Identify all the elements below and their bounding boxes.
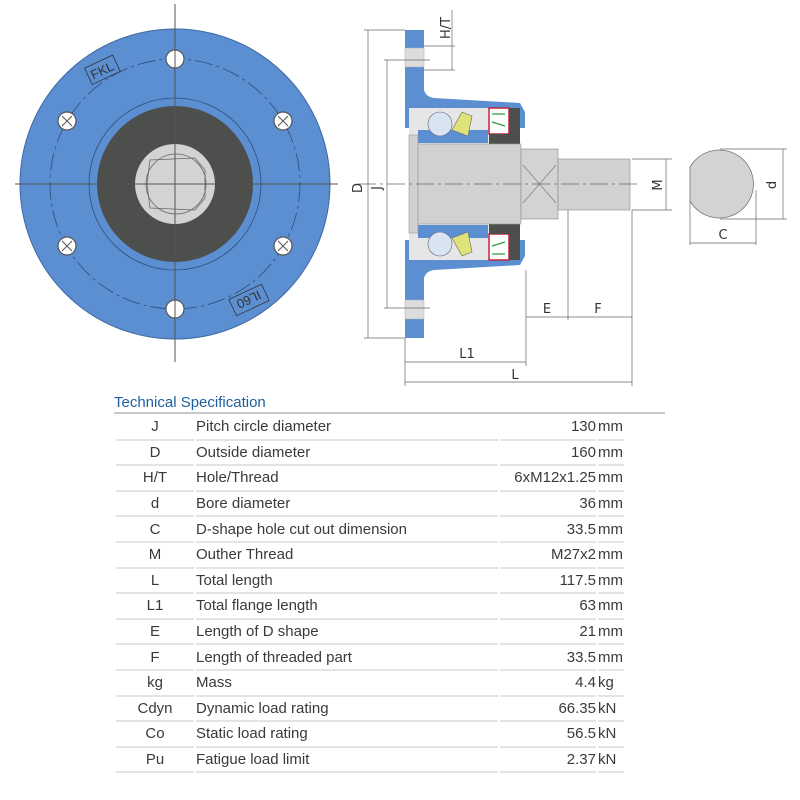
spec-value: 2.37 <box>500 748 596 774</box>
spec-description: Length of threaded part <box>196 645 498 671</box>
spec-symbol: C <box>116 517 194 543</box>
spec-symbol: Co <box>116 722 194 748</box>
roller <box>451 111 473 137</box>
spec-value: 33.5 <box>500 517 596 543</box>
spec-value: 33.5 <box>500 645 596 671</box>
dim-label-j: J <box>370 186 385 191</box>
threaded-section <box>557 158 631 211</box>
spec-symbol: M <box>116 543 194 569</box>
spec-description: D-shape hole cut out dimension <box>196 517 498 543</box>
spec-description: Outher Thread <box>196 543 498 569</box>
spec-value: 6xM12x1.25 <box>500 466 596 492</box>
spec-description: Total length <box>196 569 498 595</box>
spec-unit: mm <box>598 492 624 518</box>
spec-description: Total flange length <box>196 594 498 620</box>
roller <box>451 231 473 257</box>
spec-value: 130 <box>500 415 596 441</box>
spec-unit: mm <box>598 543 624 569</box>
spec-description: Bore diameter <box>196 492 498 518</box>
spec-description: Pitch circle diameter <box>196 415 498 441</box>
ball <box>427 111 453 137</box>
dim-label-l1: L1 <box>459 347 475 362</box>
spec-unit: mm <box>598 569 624 595</box>
spec-value: 117.5 <box>500 569 596 595</box>
spec-symbol: d <box>116 492 194 518</box>
spec-value: 21 <box>500 620 596 646</box>
spec-unit: kN <box>598 748 624 774</box>
spec-description: Outside diameter <box>196 441 498 467</box>
technical-drawing: FKL IL60 <box>15 4 787 386</box>
dim-label-e: E <box>543 302 551 317</box>
spec-unit: mm <box>598 594 624 620</box>
spec-symbol: kg <box>116 671 194 697</box>
ball <box>427 231 453 257</box>
spec-value: 63 <box>500 594 596 620</box>
dim-label-m: M <box>651 179 666 190</box>
spec-unit: mm <box>598 517 624 543</box>
dim-label-d-outer: D <box>351 183 366 193</box>
spec-unit: kN <box>598 697 624 723</box>
spec-unit: kN <box>598 722 624 748</box>
section-view: D J H/T E F L1 L M <box>351 10 672 386</box>
spec-unit: mm <box>598 441 624 467</box>
spec-unit: mm <box>598 620 624 646</box>
housing-upper <box>405 30 525 128</box>
spec-description: Dynamic load rating <box>196 697 498 723</box>
spec-description: Hole/Thread <box>196 466 498 492</box>
spec-symbol: L <box>116 569 194 595</box>
d-shape-view: d C <box>689 148 787 245</box>
spec-description: Length of D shape <box>196 620 498 646</box>
spec-description: Static load rating <box>196 722 498 748</box>
front-view: FKL IL60 <box>15 4 338 362</box>
spec-value: 4.4 <box>500 671 596 697</box>
spec-symbol: Pu <box>116 748 194 774</box>
spec-symbol: J <box>116 415 194 441</box>
spec-symbol: H/T <box>116 466 194 492</box>
spec-symbol: Cdyn <box>116 697 194 723</box>
spec-value: 56.5 <box>500 722 596 748</box>
spec-unit: mm <box>598 415 624 441</box>
spec-symbol: L1 <box>116 594 194 620</box>
spec-description: Fatigue load limit <box>196 748 498 774</box>
spec-value: M27x2 <box>500 543 596 569</box>
housing-lower <box>405 240 525 338</box>
spec-unit: mm <box>598 466 624 492</box>
spec-value: 36 <box>500 492 596 518</box>
engraving-fkl: FKL <box>84 54 121 86</box>
dim-label-d-bore: d <box>765 181 780 189</box>
dim-label-ht: H/T <box>439 17 454 39</box>
spec-value: 66.35 <box>500 697 596 723</box>
title-divider <box>114 412 665 414</box>
spec-value: 160 <box>500 441 596 467</box>
d-shape-profile <box>689 149 754 219</box>
dim-label-c: C <box>718 228 727 243</box>
spec-description: Mass <box>196 671 498 697</box>
dim-label-l: L <box>511 368 519 383</box>
flange-hole-upper <box>404 47 425 68</box>
spec-unit: mm <box>598 645 624 671</box>
flange-hole-lower <box>404 299 425 320</box>
spec-symbol: D <box>116 441 194 467</box>
spec-symbol: E <box>116 620 194 646</box>
spec-unit: kg <box>598 671 624 697</box>
dim-label-f: F <box>594 302 601 317</box>
spec-symbol: F <box>116 645 194 671</box>
spec-title: Technical Specification <box>114 394 266 411</box>
